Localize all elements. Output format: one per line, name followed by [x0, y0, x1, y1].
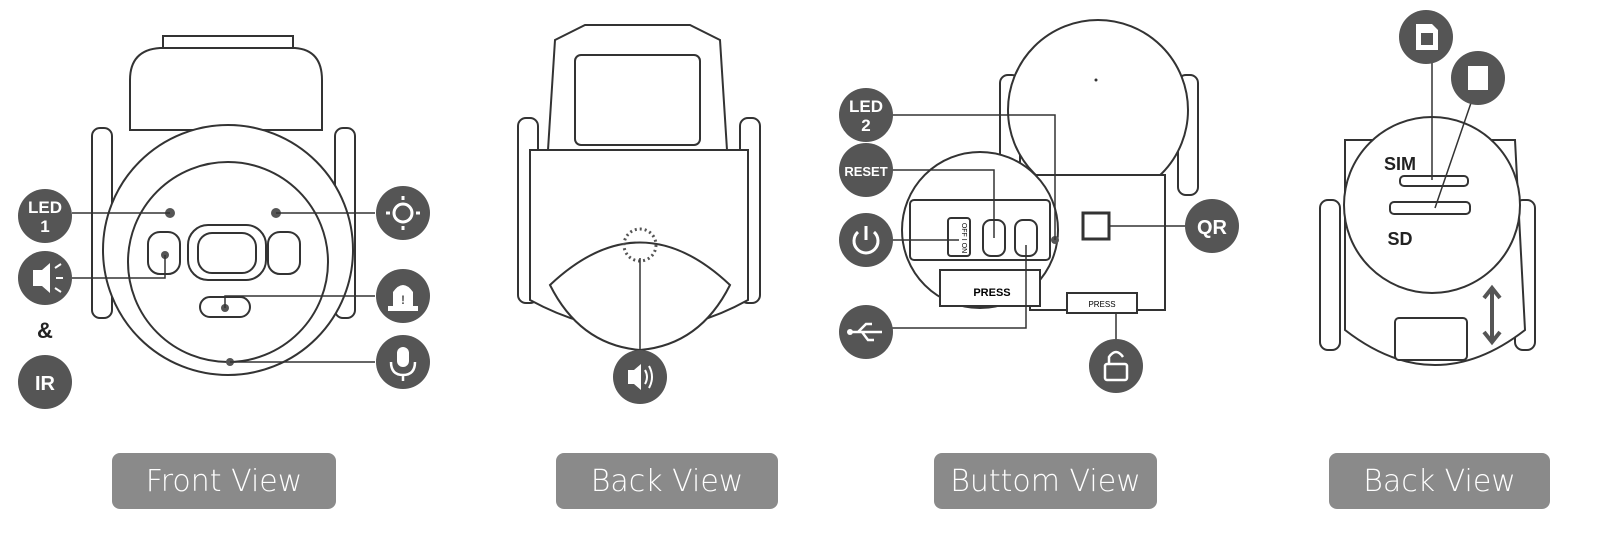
- caption-bottom-view: Buttom View: [934, 453, 1157, 509]
- speaker-icon: [613, 350, 667, 404]
- caption-back-view-2: Back View: [1329, 453, 1550, 509]
- unlock-icon: [1089, 339, 1143, 393]
- svg-text:LED: LED: [28, 198, 62, 217]
- svg-text:2: 2: [861, 116, 870, 135]
- ir-badge: IR: [18, 355, 72, 409]
- sim-card-icon: [1399, 10, 1453, 64]
- led2-badge: LED 2: [839, 88, 893, 142]
- svg-text:QR: QR: [1197, 217, 1228, 239]
- floodlight-icon: [18, 251, 72, 305]
- svg-text:RESET: RESET: [844, 164, 887, 179]
- sim-label: SIM: [1384, 154, 1416, 174]
- sd-label: SD: [1387, 229, 1412, 249]
- caption-front-view: Front View: [112, 453, 336, 509]
- power-switch-label: OFF I ON: [960, 223, 967, 253]
- svg-text:!: !: [401, 293, 405, 307]
- power-icon: [839, 213, 893, 267]
- led1-badge: LED 1: [18, 189, 72, 243]
- press-label-small: PRESS: [1088, 300, 1115, 309]
- light-sensor-icon: [376, 186, 430, 240]
- svg-text:LED: LED: [849, 97, 883, 116]
- back-view-2-camera: SIM SD: [1319, 62, 1536, 366]
- front-view-camera: [72, 35, 375, 376]
- and-label: &: [37, 318, 53, 343]
- usb-icon: [839, 305, 893, 359]
- microphone-icon: [376, 335, 430, 389]
- bottom-view-camera: PRESS OFF I ON PRESS: [890, 19, 1199, 340]
- svg-text:IR: IR: [35, 373, 56, 395]
- back-view-camera: [517, 24, 761, 352]
- reset-badge: RESET: [839, 143, 893, 197]
- press-label: PRESS: [973, 287, 1010, 299]
- qr-badge: QR: [1185, 199, 1239, 253]
- siren-icon: !: [376, 269, 430, 323]
- svg-text:1: 1: [40, 217, 49, 236]
- sd-card-icon: [1451, 51, 1505, 105]
- caption-back-view: Back View: [556, 453, 778, 509]
